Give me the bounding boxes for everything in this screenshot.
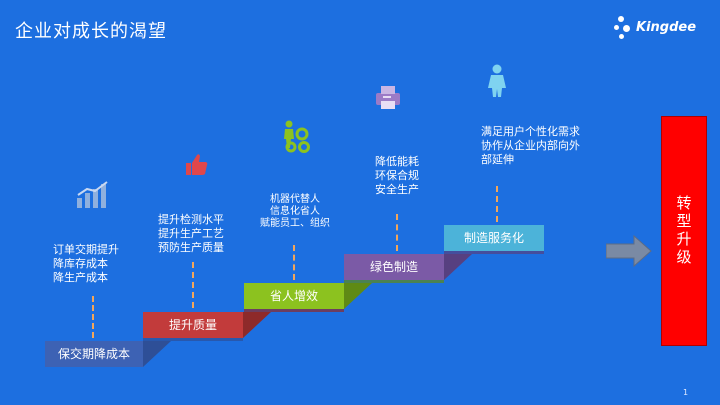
step-3-bullets: 机器代替人 信息化省人 赋能员工、组织 <box>257 194 333 230</box>
step-1-bar: 保交期降成本 <box>45 341 143 367</box>
step-label: 提升质量 <box>168 318 217 332</box>
bullet-text: 机器代替人 <box>270 194 320 205</box>
step-2-bar: 提升质量 <box>143 312 243 338</box>
logo-dot <box>614 25 619 30</box>
bullet-text: 满足用户个性化需求 <box>481 125 580 138</box>
bullet-text: 赋能员工、组织 <box>260 218 330 229</box>
logo-dot <box>618 16 624 22</box>
bar-chart-icon <box>77 181 108 208</box>
thumbs-up-icon <box>186 154 208 175</box>
bullet-text: 预防生产质量 <box>158 241 224 254</box>
worker-gears-icon <box>284 120 310 153</box>
logo-dot <box>623 25 630 32</box>
bullet-text: 环保合规 <box>375 169 419 182</box>
bullet-text: 安全生产 <box>375 183 419 196</box>
connector-line <box>92 296 94 338</box>
step-3-bar: 省人增效 <box>244 283 344 309</box>
step-2-bullets: 提升检测水平 提升生产工艺 预防生产质量 <box>158 213 224 255</box>
step-4-bullets: 降低能耗 环保合规 安全生产 <box>375 155 419 197</box>
step-label: 制造服务化 <box>463 231 524 245</box>
slide-title: 企业对成长的渴望 <box>15 21 167 42</box>
bullet-text: 部延伸 <box>481 153 514 166</box>
page-number: 1 <box>683 388 689 397</box>
bullet-text: 提升生产工艺 <box>158 227 224 240</box>
transform-label: 转型升级 <box>674 195 693 267</box>
person-icon <box>488 64 506 97</box>
connector-line <box>496 186 498 222</box>
bullet-text: 降库存成本 <box>53 257 108 270</box>
logo-text: Kingdee <box>636 20 697 35</box>
step-label: 保交期降成本 <box>57 347 130 361</box>
step-1-bullets: 订单交期提升 降库存成本 降生产成本 <box>53 243 119 285</box>
connector-line <box>192 262 194 308</box>
kingdee-logo: Kingdee <box>612 14 708 42</box>
printer-icon <box>376 86 400 109</box>
connector-line <box>293 245 295 280</box>
bullet-text: 提升检测水平 <box>158 213 224 226</box>
step-5-bar: 制造服务化 <box>444 225 544 251</box>
bullet-text: 降低能耗 <box>375 155 419 168</box>
logo-dot <box>619 34 624 39</box>
step-5-bullets: 满足用户个性化需求 协作从企业内部向外 部延伸 <box>481 125 580 167</box>
bullet-text: 协作从企业内部向外 <box>481 139 580 152</box>
step-4-bar: 绿色制造 <box>344 254 444 280</box>
right-arrow-icon <box>606 234 652 268</box>
connector-line <box>396 214 398 251</box>
bullet-text: 订单交期提升 <box>53 243 119 256</box>
bullet-text: 降生产成本 <box>53 271 108 284</box>
bullet-text: 信息化省人 <box>270 206 320 217</box>
step-label: 省人增效 <box>269 289 318 303</box>
step-label: 绿色制造 <box>369 260 418 274</box>
transform-box: 转型升级 <box>661 116 707 346</box>
